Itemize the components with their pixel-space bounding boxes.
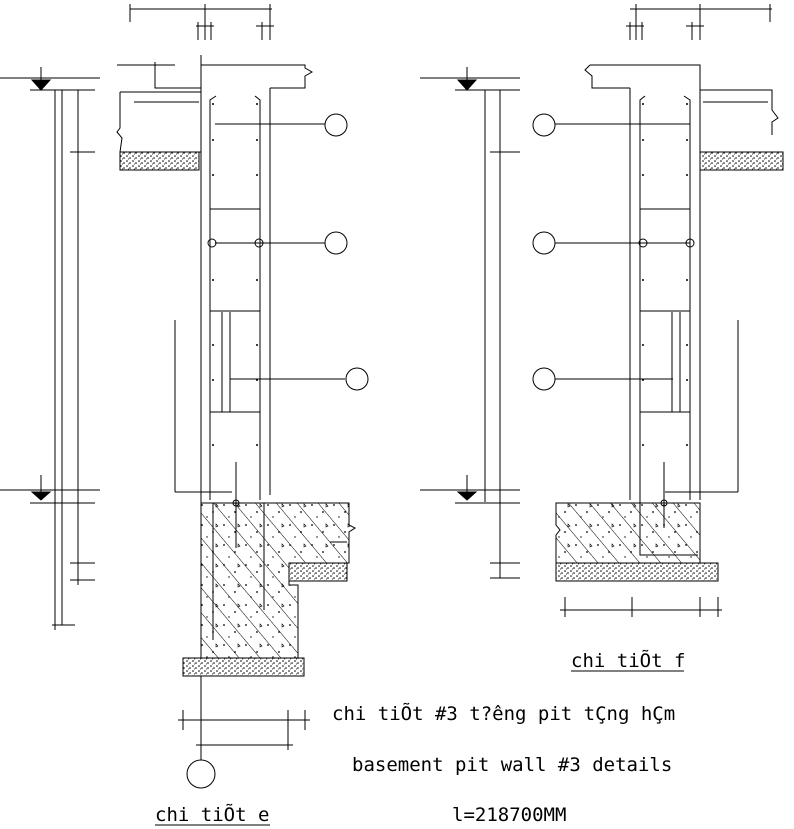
detail-f-slab-outline [584,64,783,500]
detail-e-label: chi tiÕt e [155,803,269,826]
title-english: basement pit wall #3 details [352,754,672,776]
detail-f-label: chi tiÕt f [571,649,685,672]
detail-e-footing-gravel [182,657,305,677]
axis-bubble [186,759,216,789]
detail-e-footing [200,462,356,659]
rebar-section [685,238,695,248]
title-vietnamese: chi tiÕt #3 t?êng pit tÇng hÇm [332,702,675,725]
callout-bubble [532,113,556,137]
detail-f [420,4,784,617]
detail-e [0,4,369,789]
callout-bubble [532,231,556,255]
detail-f-rebar [639,95,691,500]
detail-e-step-gravel [288,562,348,582]
detail-e-rebar-dots [212,103,258,446]
detail-f-top-dimension [626,4,772,40]
callout-bubble [324,113,348,137]
detail-f-callouts [532,113,695,391]
detail-e-slab-gravel [119,151,200,171]
callout-bubble [532,367,556,391]
detail-e-rebar [209,95,261,500]
detail-f-footing [555,462,701,564]
detail-f-rebar-dots [642,103,688,446]
rebar-section [207,238,217,248]
detail-e-callouts [207,113,369,391]
callout-bubble [345,367,369,391]
detail-f-footing-gravel [555,562,719,582]
rebar-section [254,238,264,248]
rebar-section [638,238,648,248]
detail-e-level-dimensions [0,67,232,630]
detail-e-top-dimension [129,4,274,40]
detail-f-slab-gravel [699,151,784,171]
callout-bubble [324,231,348,255]
detail-f-bottom-dimension [560,597,722,617]
detail-f-level-dimensions [420,67,739,579]
detail-e-bottom-dimension [178,676,310,789]
scale-note: l=218700MM [452,804,566,826]
